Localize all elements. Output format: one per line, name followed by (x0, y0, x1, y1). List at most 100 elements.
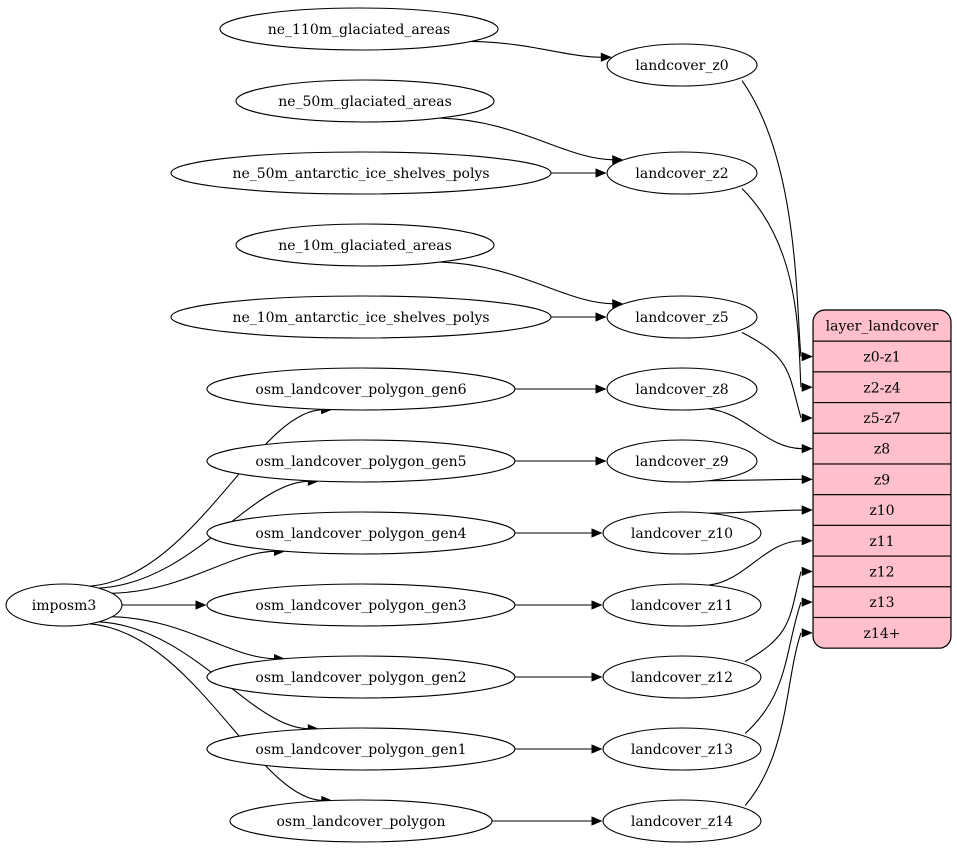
node-shape (206, 367, 516, 411)
node-label: osm_landcover_polygon_gen6 (255, 382, 466, 398)
node-label: ne_50m_glaciated_areas (278, 94, 452, 110)
node-osm_landcover_polygon_gen2[interactable]: osm_landcover_polygon_gen2 (206, 655, 516, 699)
edge-landcover_z8-to-z8 (708, 408, 803, 450)
node-imposm3[interactable]: imposm3 (5, 583, 123, 627)
node-osm_landcover_polygon_gen4[interactable]: osm_landcover_polygon_gen4 (206, 511, 516, 555)
arrowhead-row-z11 (801, 536, 813, 546)
edge-imposm3-to-osm_landcover_polygon_gen4 (112, 550, 277, 594)
node-osm_landcover_polygon_gen5[interactable]: osm_landcover_polygon_gen5 (206, 439, 516, 483)
node-shape (5, 583, 123, 627)
node-landcover_z11[interactable]: landcover_z11 (602, 583, 762, 627)
table-row-z2-z4[interactable] (813, 371, 951, 404)
node-osm_landcover_polygon[interactable]: osm_landcover_polygon (229, 799, 493, 843)
table-row-z10[interactable] (813, 494, 951, 526)
node-label: landcover_z13 (631, 742, 733, 758)
node-shape (602, 799, 762, 843)
edge-imposm3-to-osm_landcover_polygon_gen6 (89, 409, 324, 587)
node-shape (170, 151, 552, 195)
node-shape (206, 439, 516, 483)
arrowhead-row-z13 (801, 597, 813, 607)
arrowhead-row-z12 (801, 566, 813, 577)
table-row-z11[interactable] (813, 524, 951, 557)
node-shape (606, 151, 758, 195)
node-label: landcover_z12 (631, 670, 733, 686)
node-label: ne_10m_glaciated_areas (278, 238, 452, 254)
table-row-z12[interactable] (813, 555, 951, 588)
node-label: landcover_z5 (635, 310, 728, 326)
node-landcover_z8[interactable]: landcover_z8 (606, 367, 758, 411)
arrowhead-landcover_z14 (591, 816, 603, 826)
node-landcover_z2[interactable]: landcover_z2 (606, 151, 758, 195)
arrowhead-landcover_z9 (595, 456, 607, 466)
node-shape (606, 439, 758, 483)
node-shape (206, 583, 516, 627)
nodes-layer: imposm3 ne_110m_glaciated_areas ne_50m_gla… (5, 7, 762, 843)
node-landcover_z14[interactable]: landcover_z14 (602, 799, 762, 843)
node-shape (606, 367, 758, 411)
node-osm_landcover_polygon_gen3[interactable]: osm_landcover_polygon_gen3 (206, 583, 516, 627)
table-row-z5-z7[interactable] (813, 402, 951, 434)
edge-ne_110m_glaciated_areas-to-landcover_z0 (470, 40, 603, 58)
node-label: osm_landcover_polygon_gen1 (255, 742, 466, 758)
node-label: osm_landcover_polygon_gen4 (255, 526, 466, 542)
node-landcover_z9[interactable]: landcover_z9 (606, 439, 758, 483)
arrowhead-row-z2-z4 (801, 382, 813, 392)
edge-ne_50m_glaciated_areas-to-landcover_z2 (440, 117, 615, 161)
table-row-label: z8 (874, 442, 890, 458)
node-label: osm_landcover_polygon_gen3 (255, 598, 466, 614)
node-ne_50m_glaciated_areas[interactable]: ne_50m_glaciated_areas (235, 79, 495, 123)
node-shape (606, 295, 758, 339)
table-row-label: z14+ (864, 626, 901, 642)
table-header-label: layer_landcover (826, 319, 939, 335)
table-row-label: z9 (874, 472, 890, 488)
node-label: osm_landcover_polygon_gen5 (255, 454, 466, 470)
node-shape (170, 295, 552, 339)
node-shape (206, 727, 516, 771)
node-landcover_z13[interactable]: landcover_z13 (602, 727, 762, 771)
node-label: ne_10m_antarctic_ice_shelves_polys (232, 310, 489, 326)
arrowhead-landcover_z12 (591, 672, 603, 682)
node-label: landcover_z14 (631, 814, 733, 830)
arrowhead-row-z0-z1 (801, 351, 813, 362)
node-label: ne_110m_glaciated_areas (268, 22, 450, 38)
edge-landcover_z10-to-z10 (708, 509, 803, 514)
node-landcover_z0[interactable]: landcover_z0 (606, 43, 758, 87)
node-landcover_z10[interactable]: landcover_z10 (602, 511, 762, 555)
layer-landcover-table: layer_landcoverz0-z1z2-z4z5-z7z8z9z10z11… (812, 309, 952, 649)
node-shape (235, 79, 495, 123)
node-shape (606, 43, 758, 87)
node-ne_50m_antarctic_ice_shelves_polys[interactable]: ne_50m_antarctic_ice_shelves_polys (170, 151, 552, 195)
node-landcover_z5[interactable]: landcover_z5 (606, 295, 758, 339)
table-row-label: z2-z4 (863, 380, 900, 396)
node-osm_landcover_polygon_gen1[interactable]: osm_landcover_polygon_gen1 (206, 727, 516, 771)
node-ne_10m_antarctic_ice_shelves_polys[interactable]: ne_10m_antarctic_ice_shelves_polys (170, 295, 552, 339)
node-label: landcover_z11 (631, 598, 733, 614)
node-landcover_z12[interactable]: landcover_z12 (602, 655, 762, 699)
edge-landcover_z12-to-z12 (744, 571, 802, 662)
node-ne_10m_glaciated_areas[interactable]: ne_10m_glaciated_areas (235, 223, 495, 267)
arrowhead-osm_landcover_polygon_gen3 (195, 600, 207, 610)
node-label: landcover_z10 (631, 526, 733, 542)
arrowhead-landcover_z11 (591, 600, 603, 610)
node-ne_110m_glaciated_areas[interactable]: ne_110m_glaciated_areas (219, 7, 499, 51)
table-row-z0-z1[interactable] (813, 340, 951, 373)
table-outline (812, 309, 952, 649)
node-osm_landcover_polygon_gen6[interactable]: osm_landcover_polygon_gen6 (206, 367, 516, 411)
node-shape (235, 223, 495, 267)
node-shape (602, 583, 762, 627)
edge-landcover_z0-to-z0-z1 (741, 80, 802, 357)
table-row-label: z5-z7 (863, 411, 900, 427)
arrowhead-landcover_z13 (591, 744, 603, 754)
edge-ne_10m_glaciated_areas-to-landcover_z5 (440, 261, 615, 305)
table-row-label: z13 (869, 595, 894, 611)
edge-landcover_z5-to-z5-z7 (741, 332, 802, 419)
edge-landcover_z2-to-z2-z4 (741, 188, 802, 388)
table-row-label: z11 (869, 534, 894, 550)
node-label: landcover_z9 (635, 454, 728, 470)
node-label: landcover_z8 (635, 382, 728, 398)
arrowhead-landcover_z0 (600, 52, 612, 62)
node-label: osm_landcover_polygon_gen2 (255, 670, 466, 686)
node-shape (229, 799, 493, 843)
node-label: landcover_z2 (635, 166, 728, 182)
